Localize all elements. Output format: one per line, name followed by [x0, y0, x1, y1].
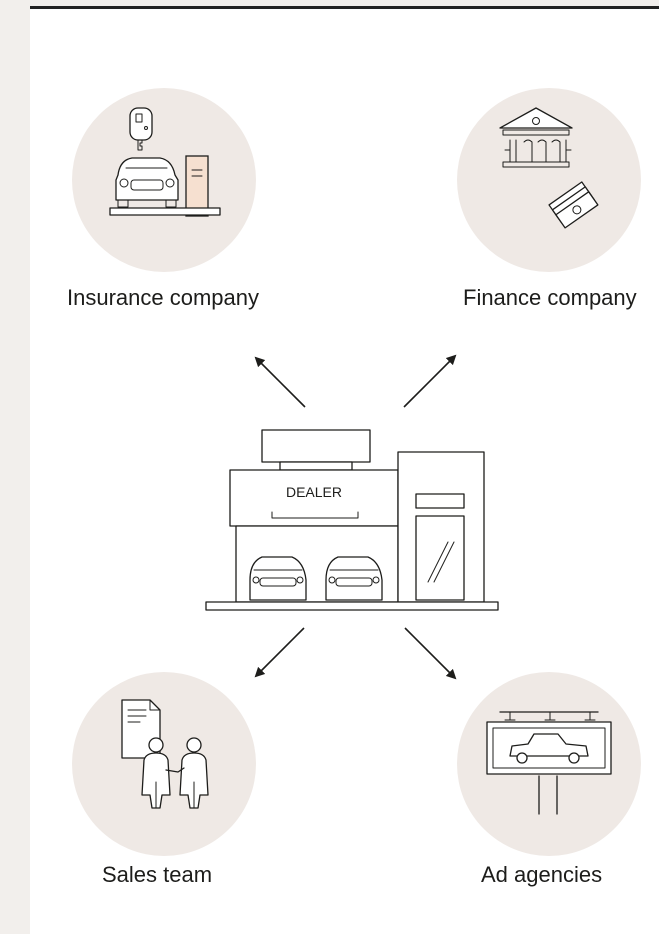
arrow-to-insurance	[254, 356, 306, 408]
dealership-icon	[205, 429, 499, 611]
handshake-icon	[121, 699, 209, 809]
car-key-icon	[109, 107, 221, 217]
top-rule	[30, 6, 659, 9]
arrow-to-ads	[404, 627, 457, 680]
bank-icon	[499, 107, 599, 229]
finance-label: Finance company	[463, 285, 637, 310]
insurance-label: Insurance company	[67, 285, 259, 310]
ads-label: Ad agencies	[481, 862, 603, 887]
arrow-to-finance	[403, 354, 457, 408]
dealer-sign: DEALER	[286, 484, 342, 500]
billboard-icon	[486, 711, 612, 815]
arrow-to-sales	[254, 627, 305, 678]
sales-label: Sales team	[102, 862, 213, 887]
left-margin-strip	[0, 0, 30, 934]
